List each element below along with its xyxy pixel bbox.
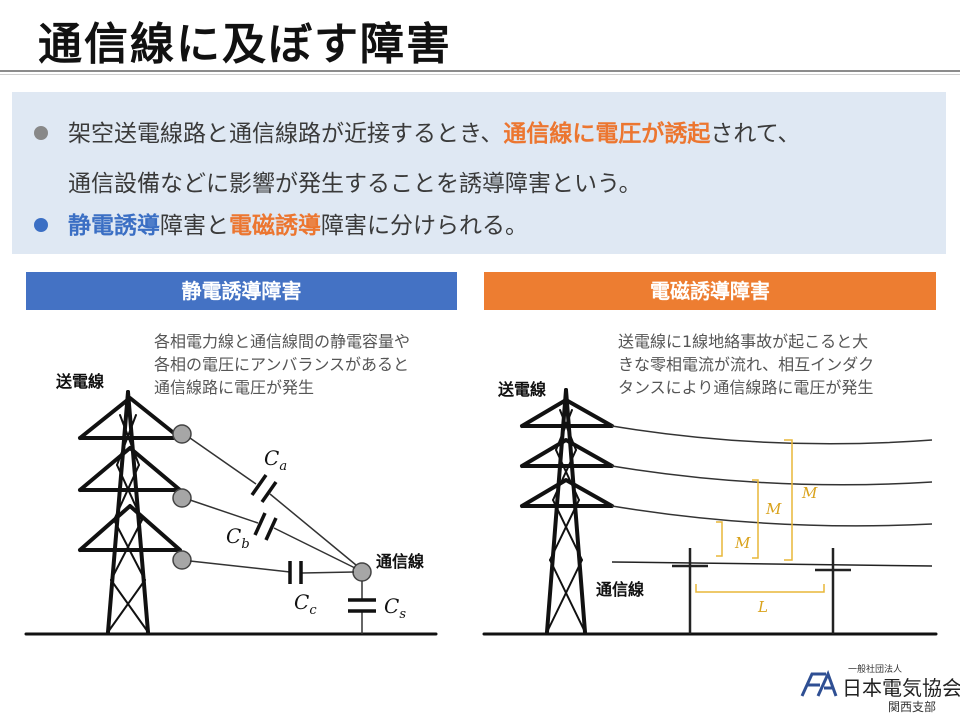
electrostatic-desc-3: 通信線路に電圧が発生 <box>154 378 315 397</box>
summary-text: 架空送電線路と通信線路が近接するとき、 <box>68 121 504 147</box>
electrostatic-header: 静電誘導障害 <box>26 272 457 310</box>
left-conductors <box>172 424 372 582</box>
title-divider-shadow <box>0 74 960 75</box>
cap-symbol: C <box>226 524 242 548</box>
summary-box: 架空送電線路と通信線路が近接するとき、通信線に電圧が誘起されて、 通信設備などに… <box>12 92 946 254</box>
right-comm-line-label: 通信線 <box>596 580 645 599</box>
summary-highlight-blue: 静電誘導 <box>68 213 160 239</box>
capacitance-c: Cc <box>294 590 317 618</box>
capacitor-symbols <box>250 473 376 613</box>
summary-line-1: 架空送電線路と通信線路が近接するとき、通信線に電圧が誘起されて、 <box>68 114 801 148</box>
summary-text: 障害と <box>160 213 229 239</box>
bullet-dot-blue <box>34 218 48 232</box>
cap-subscript: c <box>309 603 317 618</box>
cap-symbol: C <box>294 590 310 614</box>
right-tower <box>482 388 938 636</box>
organization-logo: 一般社団法人 日本電気協会 関西支部 <box>798 662 960 718</box>
power-lines <box>611 425 933 527</box>
logo-main-text: 日本電気協会 <box>842 676 960 700</box>
left-comm-line-label: 通信線 <box>376 552 425 571</box>
capacitance-a: Ca <box>264 446 287 474</box>
cap-subscript: b <box>241 537 250 552</box>
electromagnetic-desc-3: タンスにより通信線路に電圧が発生 <box>618 378 874 397</box>
summary-text: されて、 <box>710 121 801 147</box>
page-title: 通信線に及ぼす障害 <box>38 19 452 70</box>
capacitance-b: Cb <box>226 524 250 552</box>
electromagnetic-desc-1: 送電線に1線地絡事故が起こると大 <box>618 332 869 351</box>
mutual-inductance-brackets <box>695 439 825 593</box>
summary-highlight: 通信線に電圧が誘起 <box>503 121 711 147</box>
cap-symbol: C <box>264 446 280 470</box>
electromagnetic-desc-2: きな零相電流が流れ、相互インダク <box>618 355 875 374</box>
left-tower <box>24 390 438 636</box>
logo-branch-text: 関西支部 <box>888 700 937 714</box>
summary-text: 障害に分けられる。 <box>321 213 528 239</box>
communication-line <box>611 548 933 634</box>
left-power-line-label: 送電線 <box>56 372 105 391</box>
cap-subscript: a <box>279 459 288 474</box>
electromagnetic-header: 電磁誘導障害 <box>484 272 936 310</box>
right-power-line-label: 送電線 <box>498 380 547 399</box>
mutual-inductance-2: M <box>766 500 782 518</box>
left-coupling-lines <box>189 437 363 634</box>
parallel-length: L <box>758 598 768 616</box>
electrostatic-desc-1: 各相電力線と通信線間の静電容量や <box>154 332 411 351</box>
summary-line-3: 静電誘導障害と電磁誘導障害に分けられる。 <box>68 206 528 240</box>
cap-symbol: C <box>384 594 400 618</box>
cap-subscript: s <box>399 607 406 622</box>
bullet-dot-gray <box>34 126 48 140</box>
mutual-inductance-1: M <box>735 534 751 552</box>
summary-highlight-orange: 電磁誘導 <box>229 213 321 239</box>
title-divider <box>0 70 960 72</box>
electrostatic-desc-2: 各相の電圧にアンバランスがあると <box>154 355 410 374</box>
capacitance-s: Cs <box>384 594 406 622</box>
jea-logo-icon <box>800 670 838 697</box>
summary-line-2: 通信設備などに影響が発生することを誘導障害という。 <box>68 171 642 197</box>
logo-small-text: 一般社団法人 <box>848 665 903 675</box>
mutual-inductance-3: M <box>802 484 818 502</box>
